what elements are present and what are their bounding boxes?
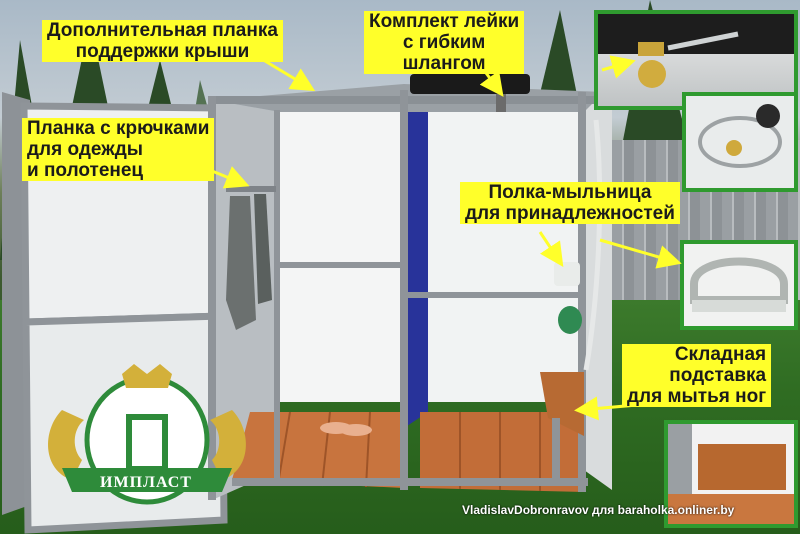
label-roof-support: Дополнительная планка поддержки крыши bbox=[42, 20, 283, 62]
water-tank bbox=[410, 74, 530, 94]
foot-stand bbox=[540, 372, 584, 436]
blue-partition bbox=[404, 100, 428, 428]
inset-foot-stand bbox=[664, 420, 798, 528]
green-sponge bbox=[558, 306, 582, 334]
shower-head bbox=[496, 94, 506, 112]
back-wall-left bbox=[278, 112, 406, 402]
shower-hose bbox=[583, 119, 603, 371]
inset-hose-kit bbox=[682, 92, 798, 192]
soap-shelf bbox=[554, 262, 580, 286]
robe bbox=[226, 196, 256, 330]
label-soap-shelf: Полка-мыльница для принадлежностей bbox=[460, 182, 680, 224]
implast-logo bbox=[48, 364, 246, 505]
watermark: VladislavDobronravov для baraholka.onlin… bbox=[462, 503, 735, 517]
logo-text: ИМПЛАСТ bbox=[100, 474, 192, 491]
towel bbox=[254, 194, 272, 304]
label-foot-stand: Складная подставка для мытья ног bbox=[622, 344, 772, 407]
slipper-right bbox=[340, 424, 372, 436]
label-watering-can: Комплект лейки с гибким шлангом bbox=[364, 11, 525, 74]
inset-soap-shelf bbox=[680, 240, 798, 330]
label-hooks-bar: Планка с крючками для одежды и полотенец bbox=[22, 118, 215, 181]
hook-bar bbox=[226, 186, 276, 192]
back-wall-right bbox=[424, 112, 584, 402]
